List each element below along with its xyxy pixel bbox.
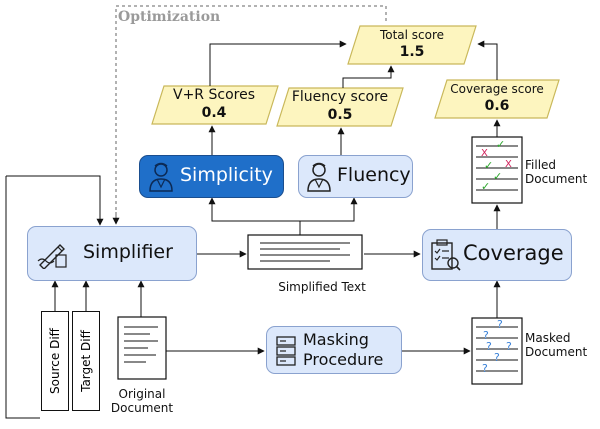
simplified-text-caption: Simplified Text bbox=[278, 280, 366, 294]
fluency-score-value: 0.5 bbox=[327, 107, 353, 123]
total-score-shape bbox=[347, 25, 477, 65]
simplicity-label: Simplicity bbox=[180, 164, 273, 186]
original-caption-line2: Document bbox=[110, 401, 174, 415]
question-mark: ? bbox=[506, 340, 512, 353]
fluency-score-label: Fluency score bbox=[291, 89, 389, 105]
vr-score-value: 0.4 bbox=[201, 105, 227, 121]
question-mark: ? bbox=[497, 318, 503, 331]
target-diff-label: Target Diff bbox=[79, 330, 93, 392]
total-score-value: 1.5 bbox=[399, 44, 425, 60]
cross-mark: X bbox=[481, 148, 488, 159]
masked-doc bbox=[471, 317, 523, 385]
original-caption-line1: Original bbox=[118, 387, 166, 401]
masking-label-line2: Procedure bbox=[303, 350, 384, 369]
simplicity-module: Simplicity bbox=[139, 155, 284, 198]
fluency-score: Fluency score 0.5 bbox=[278, 88, 402, 124]
score-connectors bbox=[5, 40, 501, 419]
optimization-loop bbox=[112, 5, 387, 225]
vr-score: V+R Scores 0.4 bbox=[152, 86, 276, 122]
question-mark: ? bbox=[483, 329, 489, 342]
filled-doc-caption: Filled Document bbox=[525, 158, 587, 186]
check-mark: ✓ bbox=[484, 159, 494, 172]
simplified-text-doc bbox=[247, 234, 363, 270]
total-score-label: Total score bbox=[379, 28, 445, 42]
vr-score-shape bbox=[151, 85, 279, 125]
coverage-module: Coverage bbox=[422, 229, 572, 281]
original-doc bbox=[117, 316, 167, 380]
source-diff-box: Source Diff bbox=[41, 311, 69, 411]
check-mark: ✓ bbox=[493, 170, 503, 183]
target-diff-box: Target Diff bbox=[72, 311, 100, 411]
person-icon bbox=[307, 162, 331, 192]
optimization-label: Optimization bbox=[118, 9, 221, 25]
person-icon bbox=[149, 162, 173, 192]
masked-doc-caption: Masked Document bbox=[525, 331, 587, 359]
simplifier-module: Simplifier bbox=[27, 226, 197, 281]
coverage-score-label: Coverage score bbox=[450, 82, 544, 96]
question-mark: ? bbox=[494, 351, 500, 364]
cross-mark: X bbox=[505, 159, 512, 170]
check-mark: ✓ bbox=[496, 138, 506, 151]
filled-caption-line2: Document bbox=[525, 172, 588, 186]
masking-procedure-module: Masking Procedure bbox=[266, 326, 402, 374]
filled-doc bbox=[471, 136, 523, 204]
original-doc-caption: Original Document bbox=[100, 387, 184, 415]
filled-caption-line1: Filled bbox=[525, 158, 557, 172]
masking-label-line1: Masking bbox=[303, 330, 369, 349]
total-score: Total score 1.5 bbox=[350, 28, 474, 61]
coverage-score: Coverage score 0.6 bbox=[436, 82, 558, 115]
masked-caption-line1: Masked bbox=[525, 331, 571, 345]
pen-writing-icon bbox=[37, 244, 67, 269]
simplifier-label: Simplifier bbox=[83, 241, 173, 263]
fluency-label: Fluency bbox=[337, 164, 411, 186]
coverage-score-value: 0.6 bbox=[484, 98, 510, 114]
question-mark: ? bbox=[486, 340, 492, 353]
coverage-label: Coverage bbox=[463, 241, 564, 265]
coverage-score-shape bbox=[434, 79, 560, 119]
fluency-module: Fluency bbox=[298, 155, 413, 198]
vr-score-label: V+R Scores bbox=[173, 87, 255, 103]
fluency-score-shape bbox=[276, 87, 404, 127]
server-stack-icon bbox=[276, 336, 296, 366]
source-diff-label: Source Diff bbox=[48, 328, 62, 394]
check-mark: ✓ bbox=[481, 180, 491, 193]
checklist-icon bbox=[431, 239, 461, 271]
masked-caption-line2: Document bbox=[525, 345, 588, 359]
question-mark: ? bbox=[482, 362, 488, 375]
